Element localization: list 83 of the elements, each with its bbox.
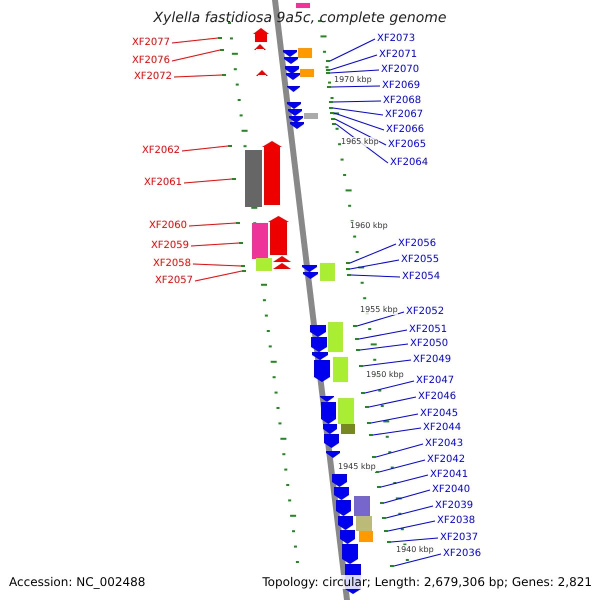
gene-label: XF2036 [443, 548, 482, 560]
leader-line [370, 414, 418, 424]
leader-line [384, 490, 430, 504]
gene-label: XF2064 [390, 157, 428, 169]
scale-label: 1955 kbp [360, 305, 398, 315]
scale-label: 1960 kbp [350, 221, 388, 231]
leader-line [188, 222, 236, 226]
leader-line [184, 178, 232, 184]
leader-line [390, 538, 438, 542]
gene-label: XF2040 [432, 484, 470, 496]
scale-label: 1940 kbp [396, 545, 434, 555]
leader-line [190, 242, 240, 246]
leader-line [360, 344, 408, 350]
leader-line [182, 146, 228, 152]
scale-label: 1945 kbp [338, 462, 376, 472]
footer-text: Topology: circular; Length: 2,679,306 bp; Genes: 2,821 [262, 575, 592, 589]
gene-label: XF2042 [427, 454, 466, 466]
gene-label: XF2073 [377, 33, 416, 45]
gene-label: XF2062 [142, 145, 180, 157]
leader-line [350, 244, 396, 264]
leader-line [334, 112, 384, 130]
gene-label: XF2058 [152, 258, 191, 270]
gene-label: XF2066 [386, 124, 424, 136]
gene-label: XF2047 [416, 375, 454, 387]
leader-line [194, 270, 242, 282]
leader-line [362, 360, 412, 366]
gene-label: XF2045 [420, 408, 458, 420]
gene-label: XF2054 [402, 271, 440, 283]
gene-label: XF2059 [150, 240, 189, 252]
gene-label: XF2044 [423, 422, 462, 434]
leader-line [334, 118, 386, 146]
leader-line [172, 38, 218, 44]
leader-line [330, 86, 380, 88]
gene-label: XF2050 [410, 338, 448, 350]
footer-text: Accession: NC_002488 [9, 575, 146, 589]
gene-label: XF2039 [435, 500, 474, 512]
gene-label: XF2069 [382, 80, 420, 92]
gene-label: XF2049 [413, 354, 452, 366]
leader-line [372, 428, 422, 436]
gene-label: XF2065 [388, 139, 426, 151]
gene-label: XF2046 [418, 391, 456, 403]
leader-line [332, 100, 382, 102]
gene-label: XF2071 [379, 49, 418, 61]
leader-line [364, 380, 414, 394]
gene-label: XF2038 [437, 515, 476, 527]
leader-line [330, 70, 380, 74]
leader-line [376, 444, 424, 458]
scale-label: 1950 kbp [366, 370, 404, 380]
gene-label: XF2077 [132, 37, 170, 49]
leader-line [356, 312, 404, 326]
gene-label: XF2060 [148, 220, 187, 232]
leader-line [172, 50, 220, 62]
gene-label: XF2076 [132, 55, 170, 67]
leader-line [380, 474, 428, 488]
gene-label: XF2061 [144, 177, 182, 189]
leader-line [330, 54, 378, 70]
gene-label: XF2068 [383, 95, 422, 107]
leader-line [350, 260, 400, 270]
leader-line [350, 274, 400, 278]
leader-line [368, 396, 416, 408]
scale-label: 1965 kbp [341, 137, 379, 147]
leader-line [330, 38, 376, 62]
leader-line [358, 330, 408, 340]
gene-label: XF2070 [381, 64, 420, 76]
gene-label: XF2056 [398, 238, 436, 250]
leader-line [394, 554, 442, 566]
scale-label: 1970 kbp [334, 75, 372, 85]
gene-label: XF2043 [425, 438, 464, 450]
gene-label: XF2057 [154, 275, 193, 287]
gene-label: XF2051 [409, 324, 448, 336]
leader-line [192, 264, 242, 266]
leader-line [388, 520, 436, 532]
gene-label: XF2055 [401, 254, 440, 266]
leader-line [174, 74, 222, 78]
gene-label: XF2052 [406, 306, 444, 318]
leader-line [386, 506, 434, 518]
leader-line [378, 460, 426, 472]
gene-label: XF2041 [430, 469, 468, 481]
gene-label: XF2037 [440, 532, 478, 544]
gene-label: XF2072 [134, 71, 172, 83]
gene-label: XF2067 [385, 109, 424, 121]
title: Xylella fastidiosa 9a5c, complete genome [152, 9, 448, 27]
leader-line [332, 108, 384, 116]
